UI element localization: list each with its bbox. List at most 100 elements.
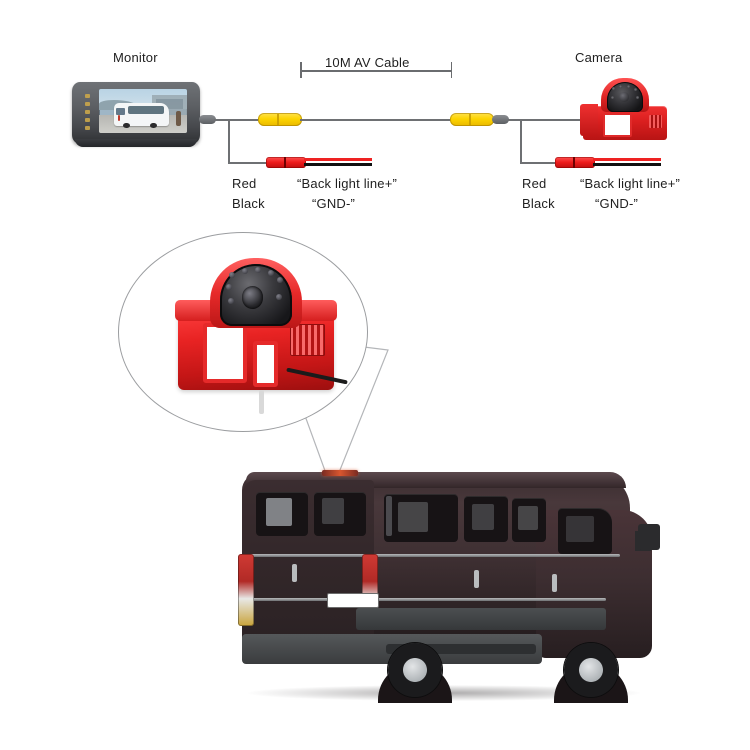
wheel-front — [564, 643, 618, 697]
monitor-screen — [99, 89, 187, 133]
screen-van-wheel-front — [149, 122, 158, 129]
camera-device-magnified — [174, 258, 348, 414]
wheel-rear — [388, 643, 442, 697]
power-right-body — [555, 157, 595, 168]
license-plate — [328, 594, 378, 607]
camera-bracket-slot-main — [202, 322, 247, 384]
monitor-cable-plug — [199, 115, 216, 124]
third-brake-light — [322, 470, 358, 476]
red-wire-right — [593, 158, 661, 161]
camera-cable-plug — [492, 115, 509, 124]
rear-door-handle — [292, 564, 297, 582]
screen-van-image — [113, 103, 169, 129]
bracket-bar — [300, 70, 452, 72]
ir-led-icon — [619, 85, 622, 88]
window-highlight — [266, 498, 292, 526]
monitor-branch-wire-horizontal — [228, 162, 268, 164]
right-wire-color-1: Red — [522, 176, 547, 191]
bracket-tick-right — [450, 62, 452, 78]
power-right-seam — [573, 157, 575, 168]
bracket-tick-left — [300, 62, 302, 78]
monitor-device — [72, 82, 200, 147]
screen-van-taillight — [117, 114, 121, 121]
cab-window — [558, 508, 612, 554]
ir-led-icon — [612, 87, 615, 90]
ir-led-icon — [226, 284, 232, 290]
window-pillar-highlight — [386, 496, 392, 536]
left-wire-color-2: Black — [232, 196, 265, 211]
cab-door-handle — [552, 574, 557, 592]
camera-glass-magnified — [241, 286, 264, 309]
ir-led-icon — [627, 85, 630, 88]
camera-device-small — [579, 78, 667, 140]
rca-right-body — [450, 113, 494, 126]
camera-lens-magnified — [220, 264, 292, 326]
window-highlight — [322, 498, 344, 524]
window-highlight — [518, 506, 538, 530]
side-window-1 — [384, 494, 458, 542]
monitor-button-1[interactable] — [85, 94, 90, 98]
power-left-seam — [284, 157, 286, 168]
camera-bracket-wing — [579, 103, 599, 136]
rear-window-left — [256, 492, 308, 536]
ir-led-icon — [611, 96, 614, 99]
camera-branch-wire-vertical — [520, 119, 522, 164]
monitor-lead-wire — [214, 119, 258, 121]
rca-connector-right — [450, 113, 494, 126]
right-wire-function-1: “Back light line+” — [580, 176, 681, 191]
camera-label: Camera — [575, 50, 623, 65]
monitor-button-3[interactable] — [85, 110, 90, 114]
side-chrome-trim-lower — [250, 598, 606, 601]
monitor-button-4[interactable] — [85, 118, 90, 122]
window-highlight — [472, 504, 494, 530]
monitor-button-5[interactable] — [85, 126, 90, 130]
cable-length-bracket — [300, 58, 452, 80]
cable-length-label: 10M AV Cable — [325, 55, 410, 70]
camera-connector-block — [290, 324, 325, 356]
right-wire-function-2: “GND-” — [595, 196, 639, 211]
ir-led-icon — [242, 268, 248, 274]
side-chrome-trim-upper — [250, 554, 620, 557]
side-mirror — [638, 524, 660, 550]
side-step — [386, 644, 536, 654]
side-window-2 — [464, 496, 508, 542]
camera-housing-magnified — [210, 258, 302, 328]
ir-led-icon — [255, 267, 261, 273]
ir-led-icon — [228, 298, 234, 304]
av-cable-run — [300, 119, 452, 121]
camera-branch-wire-horizontal — [520, 162, 557, 164]
black-wire-left — [304, 163, 372, 166]
ir-led-icon — [268, 270, 274, 276]
side-window-3 — [512, 498, 546, 542]
left-wire-function-1: “Back light line+” — [297, 176, 398, 191]
window-highlight — [398, 502, 428, 532]
sliding-door-handle — [474, 570, 479, 588]
monitor-label: Monitor — [113, 50, 158, 65]
ir-led-icon — [276, 294, 282, 300]
camera-lead-wire — [508, 119, 586, 121]
rca-left-body — [258, 113, 302, 126]
right-wire-color-2: Black — [522, 196, 555, 211]
power-left-body — [266, 157, 306, 168]
camera-glass-small — [618, 92, 630, 103]
ir-led-icon — [229, 272, 235, 278]
rear-window-right — [314, 492, 366, 536]
monitor-branch-wire-vertical — [228, 119, 230, 164]
power-connector-right — [555, 157, 595, 168]
black-wire-right — [593, 163, 661, 166]
rca-connector-left — [258, 113, 302, 126]
rca-right-seam — [469, 114, 471, 125]
rca-left-seam — [277, 114, 279, 125]
monitor-button-2[interactable] — [85, 102, 90, 106]
ir-led-icon — [636, 96, 639, 99]
camera-lens-small — [607, 82, 643, 112]
monitor-buttons[interactable] — [83, 94, 92, 130]
ir-led-icon — [277, 277, 283, 283]
camera-housing-small — [601, 78, 649, 112]
power-connector-left — [266, 157, 306, 168]
camera-bracket-slot-secondary — [252, 340, 278, 387]
camera-mount-pin — [259, 390, 265, 414]
screen-van-wheel-rear — [122, 122, 130, 129]
left-wire-function-2: “GND-” — [312, 196, 356, 211]
